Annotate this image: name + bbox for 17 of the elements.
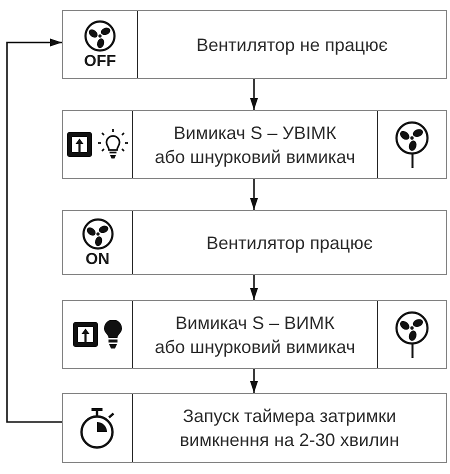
step-text: Вимикач S – УВІМК або шнурковий вимикач (154, 122, 356, 168)
step-text: Запуск таймера затримки вимкнення на 2-30 хвилин (178, 405, 400, 452)
state-text: ON (86, 252, 110, 268)
step-text: Вентилятор працює (206, 232, 373, 254)
arrow (6, 38, 62, 423)
step-text: Вентилятор не працює (196, 34, 388, 56)
arrow (250, 275, 258, 300)
state-text: OFF (84, 54, 116, 70)
process-box (62, 210, 447, 275)
step-text: Вимикач S – ВИМК або шнурковий вимикач (154, 312, 356, 358)
process-box (62, 393, 447, 463)
arrow (250, 79, 258, 110)
process-box (62, 10, 447, 79)
process-box (62, 110, 447, 179)
process-box (62, 300, 447, 369)
arrow (250, 369, 258, 393)
arrow (250, 179, 258, 210)
